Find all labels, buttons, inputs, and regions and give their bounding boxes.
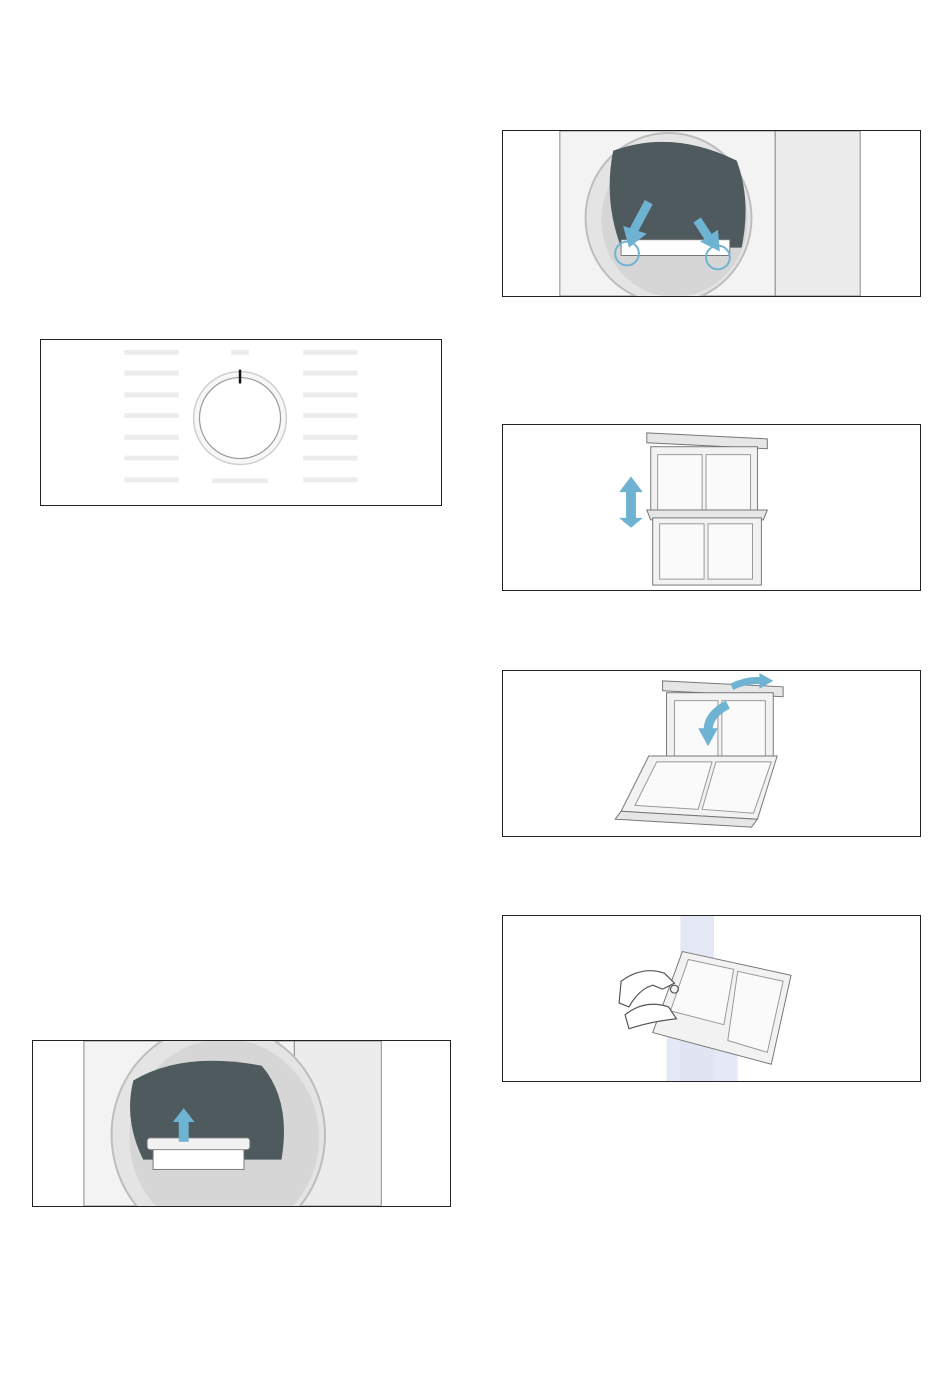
programme-labels-right: [303, 350, 357, 482]
programme-labels-left: [124, 350, 178, 482]
figure-filter-removal: [32, 1040, 451, 1207]
filter-rinse-illustration: [503, 916, 920, 1081]
figure-control-panel: [40, 339, 442, 506]
label-bar-bottom: [212, 478, 267, 483]
label-bar: [124, 371, 178, 376]
label-bar-top: [231, 350, 249, 355]
filter-handle: [147, 1138, 250, 1150]
label-bar: [124, 477, 178, 482]
label-bar: [124, 456, 178, 461]
label-bar: [124, 392, 178, 397]
label-bar: [124, 413, 178, 418]
label-bar: [303, 392, 357, 397]
filter-lower-half: [647, 510, 768, 585]
control-panel-illustration: [41, 340, 441, 505]
figure-filter-separate: [502, 424, 921, 591]
filter-base: [615, 756, 777, 827]
filter-separate-illustration: [503, 425, 920, 590]
filter-open-illustration: [503, 671, 920, 836]
label-bar: [303, 456, 357, 461]
side-panel: [775, 131, 860, 296]
filter-upper-half: [647, 433, 768, 518]
figure-filter-open: [502, 670, 921, 837]
label-bar: [303, 413, 357, 418]
separate-filter-parts-icon: [619, 476, 643, 527]
label-bar: [124, 350, 178, 355]
filter-removal-illustration: [33, 1041, 450, 1206]
figure-filter-reinsert: [502, 130, 921, 297]
rinse-filter-under-water-icon: [619, 916, 791, 1081]
fluff-filter: [153, 1148, 244, 1170]
label-bar: [303, 350, 357, 355]
label-bar: [303, 435, 357, 440]
filter-lid-open: [663, 681, 784, 762]
filter-reinsert-illustration: [503, 131, 920, 296]
programme-selector-knob-icon: [194, 370, 287, 465]
label-bar: [303, 477, 357, 482]
label-bar: [303, 371, 357, 376]
label-bar: [124, 435, 178, 440]
figure-filter-rinse: [502, 915, 921, 1082]
